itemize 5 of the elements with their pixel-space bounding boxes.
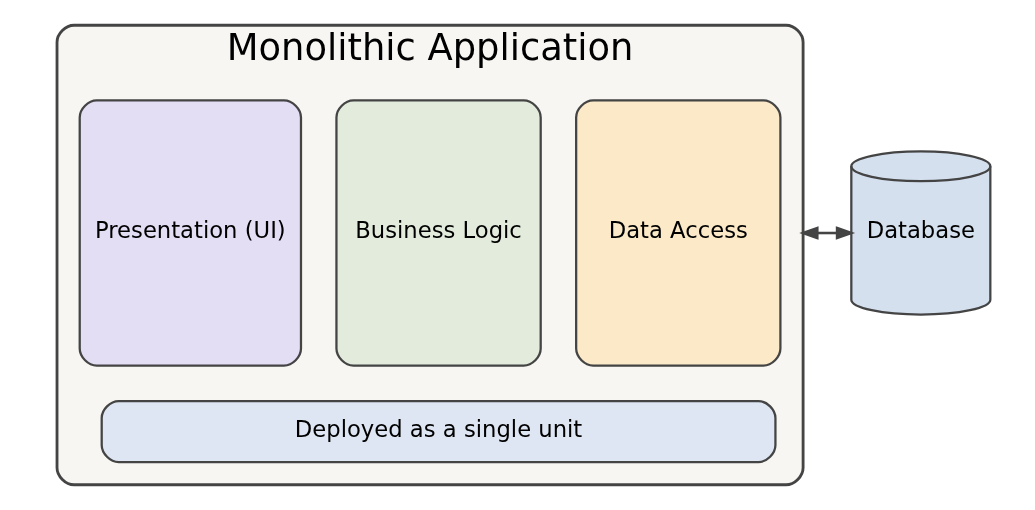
arrow	[798, 226, 855, 240]
node-box: Business Logic	[334, 99, 542, 367]
node-box: Data Access	[574, 99, 782, 367]
node-box: Presentation (UI)	[78, 99, 302, 367]
node-box: Deployed as a single unit	[100, 399, 777, 464]
